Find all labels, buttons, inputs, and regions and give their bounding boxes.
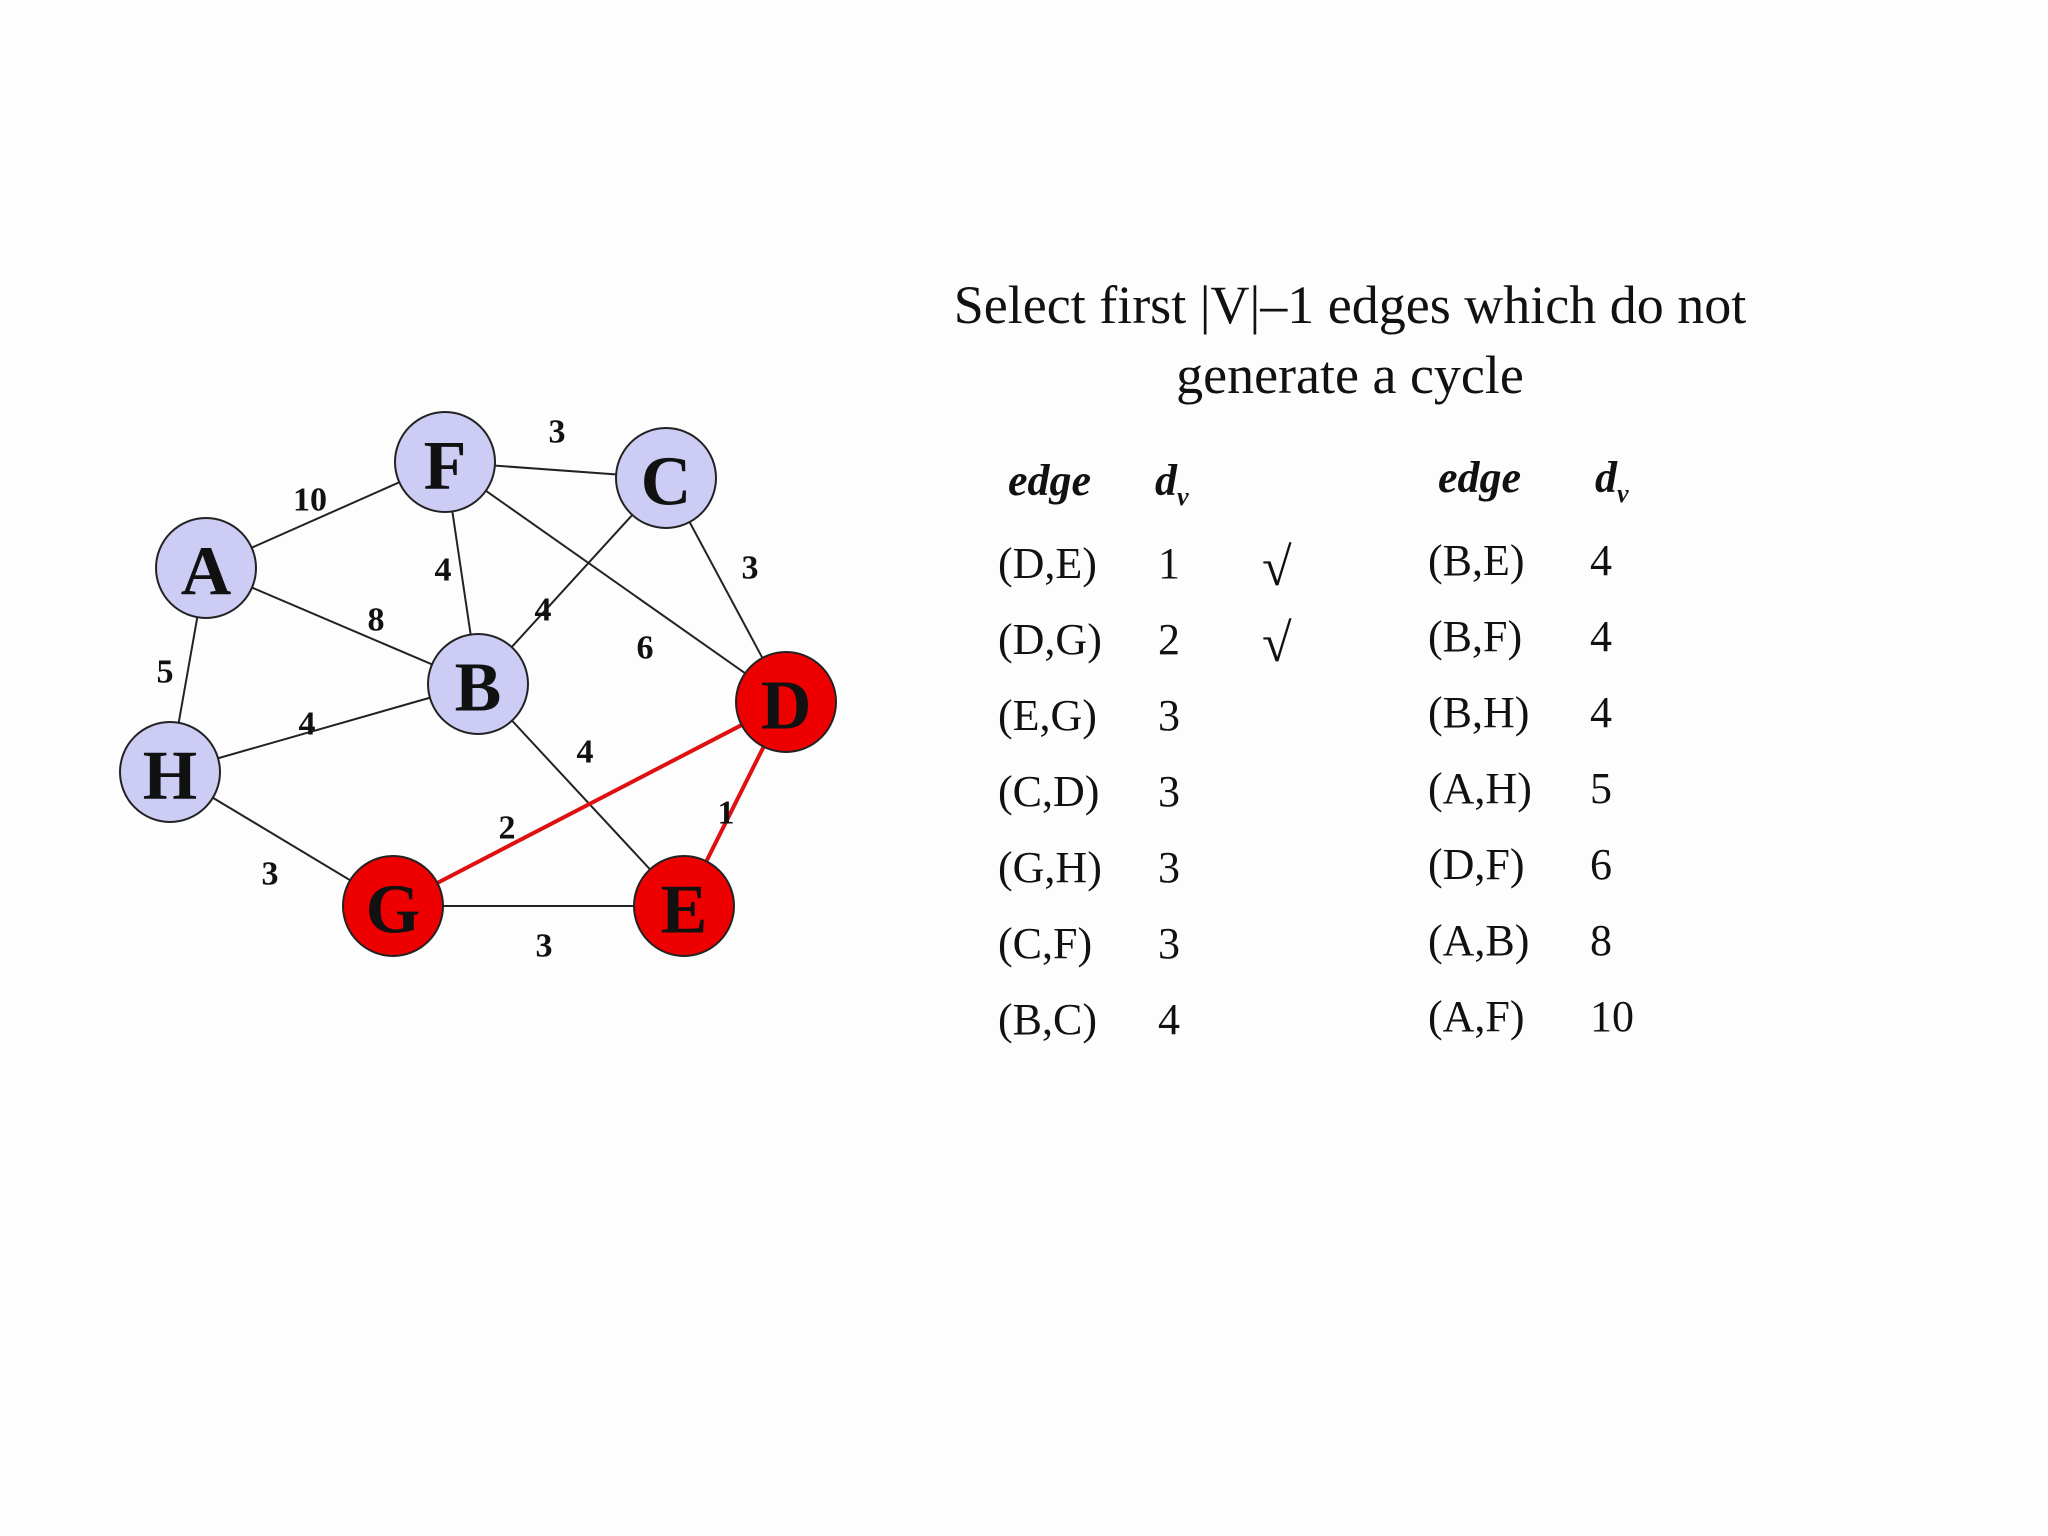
right-edge-cell: (B,F) [1428, 612, 1523, 661]
edge-weight-label: 8 [368, 602, 385, 639]
left-edge-header: edge [1008, 456, 1092, 505]
check-mark: √ [1262, 613, 1292, 673]
right-edge-cell: (A,F) [1428, 992, 1525, 1041]
edge-weight-label: 6 [637, 630, 654, 667]
edge-weight-label: 1 [718, 795, 735, 832]
node-label-B: B [455, 650, 502, 727]
edge-weight-label: 4 [577, 734, 594, 771]
edge-F-D [444, 461, 787, 703]
right-edge-cell: (D,F) [1428, 840, 1525, 889]
title-line-2: generate a cycle [1176, 345, 1524, 405]
check-mark: √ [1262, 537, 1292, 597]
left-dv-cell: 3 [1158, 919, 1180, 968]
edge-weight-label: 2 [499, 810, 516, 847]
node-E [633, 855, 735, 957]
edge-weight-label: 10 [293, 482, 327, 519]
node-D [735, 651, 837, 753]
edge-G-D [392, 700, 787, 908]
edge-H-B [169, 683, 479, 773]
dv-letter: d [1155, 456, 1177, 505]
left-dv-cell: 4 [1158, 995, 1180, 1044]
node-label-E: E [661, 872, 708, 949]
left-edge-cell: (E,G) [998, 691, 1097, 740]
title-line-1: Select first |V|–1 edges which do not [953, 275, 1747, 335]
node-label-H: H [143, 738, 197, 815]
edge-weight-label: 4 [299, 706, 316, 743]
left-dv-cell: 2 [1158, 615, 1180, 664]
graph-diagram: 10 3 8 5 4 4 6 3 4 4 3 3 2 1 A F C B H D G E [119, 411, 837, 965]
left-dv-cell: 1 [1158, 539, 1180, 588]
right-dv-cell: 5 [1590, 764, 1612, 813]
node-C [615, 427, 717, 529]
left-dv-cell: 3 [1158, 843, 1180, 892]
right-edge-header: edge [1438, 453, 1522, 502]
edge-weight-label: 3 [742, 550, 759, 587]
left-dv-cell: 3 [1158, 691, 1180, 740]
right-dv-header: dv [1595, 452, 1629, 509]
right-dv-cell: 4 [1590, 536, 1612, 585]
node-F [394, 411, 496, 513]
instruction-title: Select first |V|–1 edges which do not ge… [900, 270, 1800, 410]
right-edge-cell: (B,H) [1428, 688, 1530, 737]
node-label-F: F [424, 428, 467, 505]
edge-weight-label: 3 [262, 856, 279, 893]
right-dv-cell: 10 [1590, 992, 1634, 1041]
right-dv-cell: 4 [1590, 688, 1612, 737]
left-edge-cell: (D,G) [998, 615, 1102, 664]
left-dv-header: dv [1155, 455, 1189, 512]
left-edge-cell: (C,F) [998, 919, 1093, 968]
node-B [427, 633, 529, 735]
dv-letter: d [1595, 453, 1617, 502]
right-dv-cell: 8 [1590, 916, 1612, 965]
edge-weight-label: 4 [535, 592, 552, 629]
right-dv-cell: 4 [1590, 612, 1612, 661]
left-edge-cell: (C,D) [998, 767, 1100, 816]
left-edge-cell: (B,C) [998, 995, 1097, 1044]
right-edge-cell: (A,B) [1428, 916, 1530, 965]
left-dv-cell: 3 [1158, 767, 1180, 816]
right-edge-cell: (A,H) [1428, 764, 1532, 813]
node-H [119, 721, 221, 823]
node-G [342, 855, 444, 957]
node-A [155, 517, 257, 619]
right-edge-cell: (B,E) [1428, 536, 1525, 585]
edge-weight-label: 3 [536, 928, 553, 965]
right-dv-cell: 6 [1590, 840, 1612, 889]
left-edge-cell: (D,E) [998, 539, 1097, 588]
dv-subscript: v [1617, 479, 1629, 508]
dv-subscript: v [1177, 482, 1189, 511]
node-label-G: G [366, 872, 420, 949]
node-label-A: A [181, 534, 232, 611]
edge-weight-label: 4 [435, 552, 452, 589]
edge-weight-label: 3 [549, 414, 566, 451]
node-label-D: D [761, 668, 812, 745]
edge-weight-label: 5 [157, 654, 174, 691]
left-edge-cell: (G,H) [998, 843, 1102, 892]
node-label-C: C [641, 444, 692, 521]
